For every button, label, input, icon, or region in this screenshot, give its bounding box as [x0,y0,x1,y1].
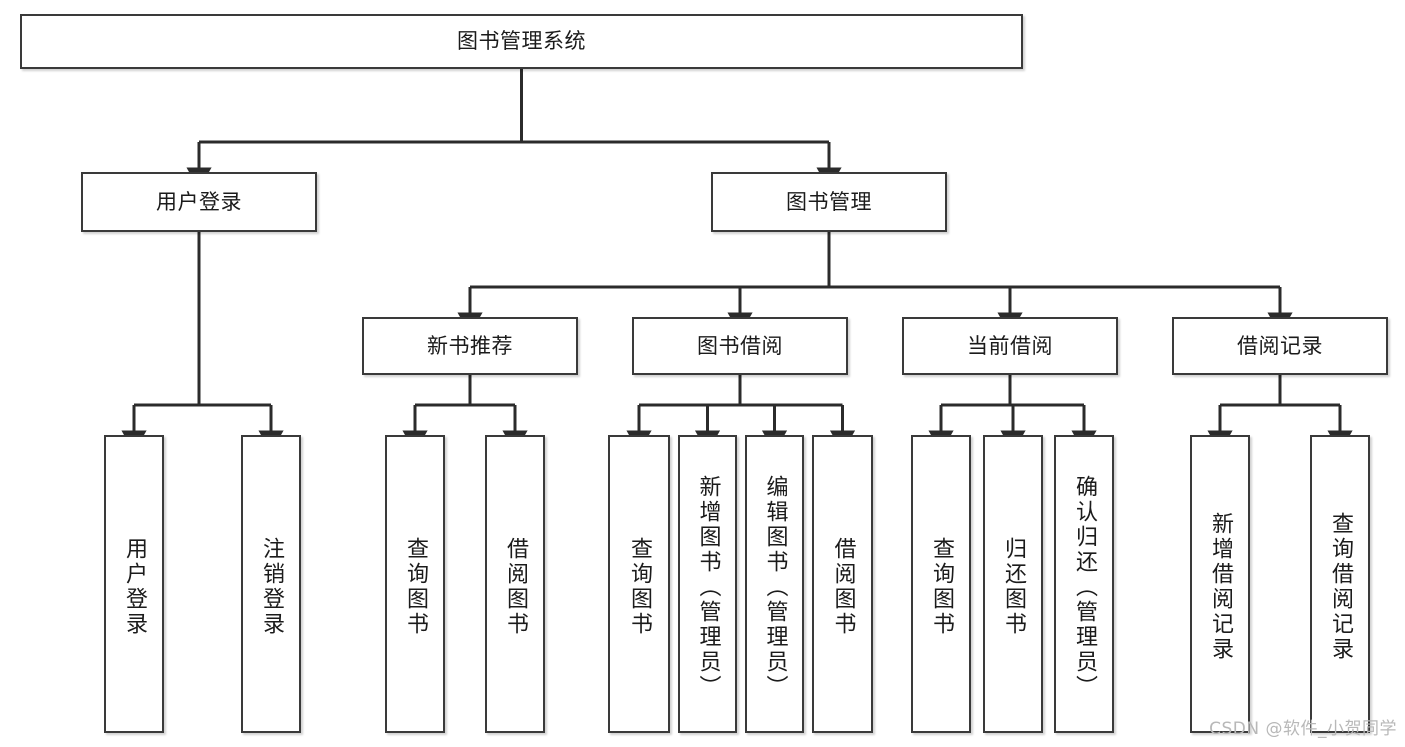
node-leaf12: 新增借阅记录 [1190,435,1250,733]
node-leaf7: 编辑图书（管理员） [745,435,804,733]
node-l1b: 图书管理 [711,172,947,232]
node-l2b: 图书借阅 [632,317,848,375]
node-leaf6: 新增图书（管理员） [678,435,737,733]
node-label: 图书借阅 [697,333,783,358]
node-leaf5: 查询图书 [608,435,670,733]
node-leaf3: 查询图书 [385,435,445,733]
node-l2a: 新书推荐 [362,317,578,375]
node-label: 查询图书 [626,537,652,637]
node-label: 编辑图书（管理员） [762,474,788,700]
node-l2c: 当前借阅 [902,317,1118,375]
node-leaf10: 归还图书 [983,435,1043,733]
node-leaf4: 借阅图书 [485,435,545,733]
edges-group [121,69,1353,453]
node-label: 当前借阅 [967,333,1053,358]
watermark-label: CSDN @软件_小贺同学 [1209,719,1397,739]
node-leaf11: 确认归还（管理员） [1054,435,1114,733]
node-leaf1: 用户登录 [104,435,164,733]
node-label: 查询图书 [928,537,954,637]
node-label: 查询借阅记录 [1327,512,1353,662]
node-label: 借阅记录 [1237,333,1323,358]
node-l2d: 借阅记录 [1172,317,1388,375]
node-label: 注销登录 [258,537,284,637]
node-l1a: 用户登录 [81,172,317,232]
node-label: 新增借阅记录 [1207,512,1233,662]
node-label: 借阅图书 [502,537,528,637]
node-leaf2: 注销登录 [241,435,301,733]
node-label: 图书管理 [786,189,872,214]
node-leaf8: 借阅图书 [812,435,873,733]
node-label: 用户登录 [121,537,147,637]
node-label: 确认归还（管理员） [1071,474,1097,700]
node-label: 新书推荐 [427,333,513,358]
node-label: 查询图书 [402,537,428,637]
node-leaf9: 查询图书 [911,435,971,733]
node-root: 图书管理系统 [20,14,1023,69]
node-label: 新增图书（管理员） [695,474,721,700]
node-label: 图书管理系统 [457,29,586,54]
node-label: 归还图书 [1000,537,1026,637]
node-label: 借阅图书 [830,537,856,637]
node-leaf13: 查询借阅记录 [1310,435,1370,733]
node-label: 用户登录 [156,189,242,214]
